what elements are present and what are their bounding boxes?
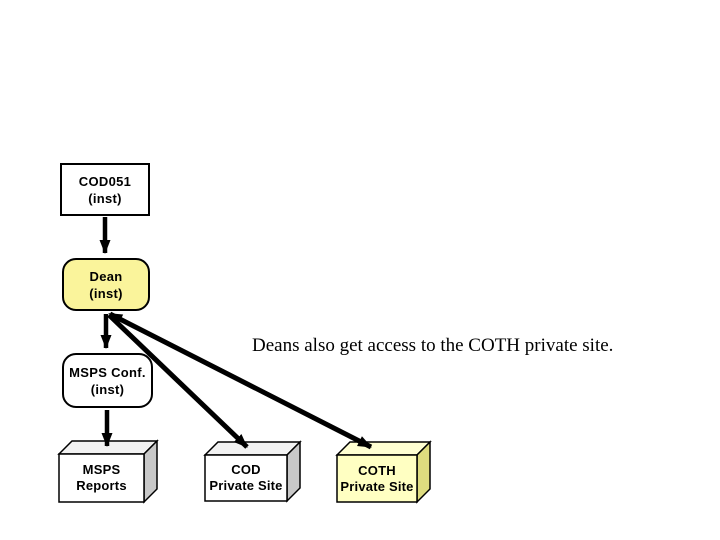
node-label-line1: COD051 [78,173,132,189]
node-label-line2: (inst) [89,285,123,301]
cube-top-face [203,441,302,456]
arrow-dean-to-coth-private-site [108,311,373,450]
node-msps-reports: MSPS Reports [59,454,144,502]
node-coth-private-site: COTH Private Site [337,455,417,502]
node-cod-private-site: COD Private Site [205,455,287,501]
cube-front-face [336,454,418,503]
caption-text: Deans also get access to the COTH privat… [252,335,614,356]
cube-front-face [204,454,288,502]
node-label-line2: Private Site [340,478,414,494]
cube-front-face [58,453,145,503]
node-label-line1: COD [231,462,261,477]
node-label-line1: MSPS [82,462,121,477]
cube-coth-private-site [335,440,432,504]
node-label-line2: (inst) [90,381,125,397]
node-label-line2: (inst) [88,190,122,206]
node-label-line1: MSPS Conf. [69,364,146,380]
node-dean: Dean (inst) [62,258,150,311]
node-label-line1: COTH [358,462,396,478]
cube-top-face [335,441,432,456]
node-label-line2: Reports [76,478,127,493]
node-msps-conf: MSPS Conf. (inst) [62,353,153,408]
node-label-line1: Dean [89,268,123,284]
node-cod051: COD051 (inst) [60,163,150,216]
node-label-line2: Private Site [209,478,283,493]
